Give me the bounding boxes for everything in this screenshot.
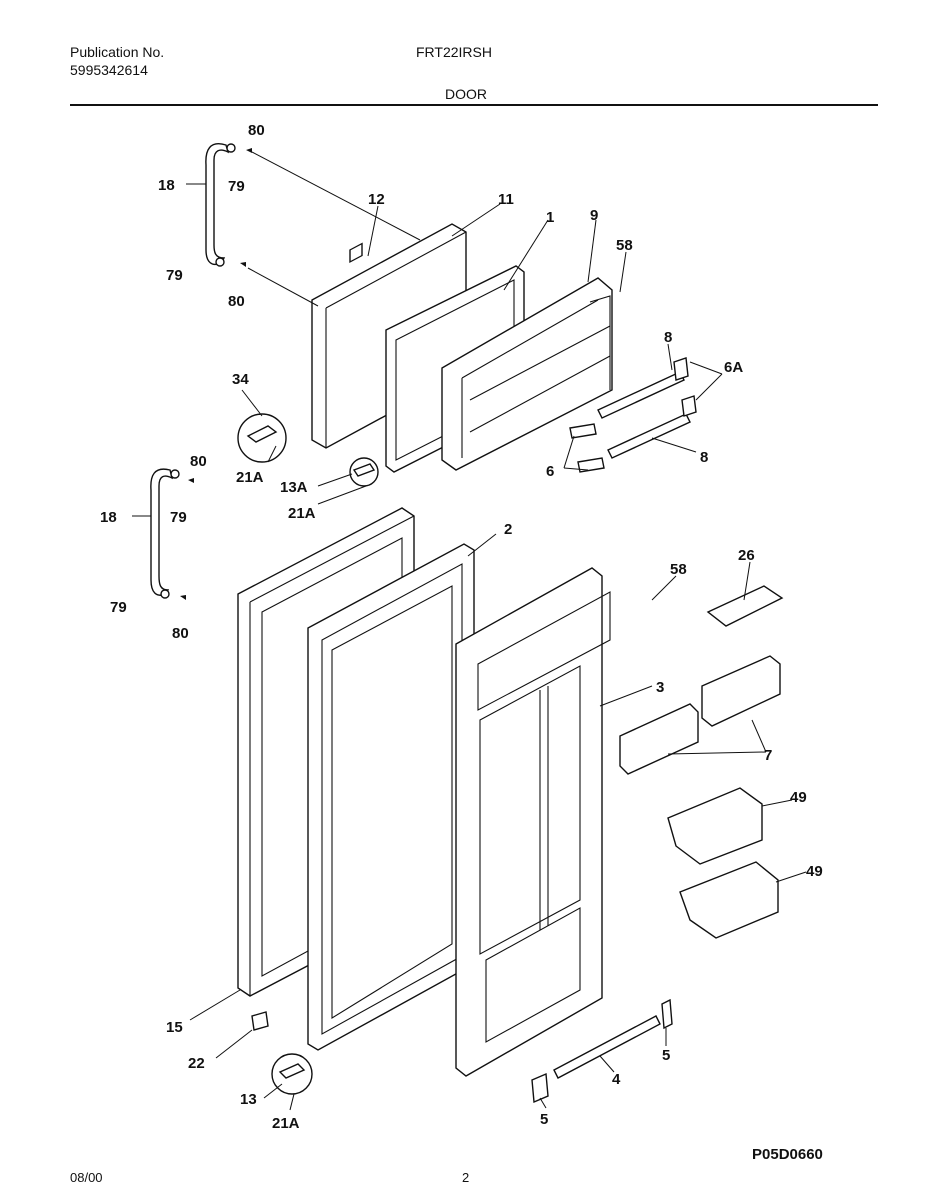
screw-80-bottom [240,262,246,267]
callout-4: 4 [612,1071,621,1088]
handle-screw-top [226,143,236,153]
callout-79: 79 [228,178,245,195]
dairy-bin-lower [619,703,699,775]
shelf-end-cap-6a-lower [681,395,697,417]
freezer-door-group [205,143,697,487]
callout-15: 15 [166,1019,183,1036]
bottom-trim-4 [553,1015,661,1079]
callout-80: 80 [190,453,207,470]
callout-13: 13 [240,1091,257,1108]
footer-page: 2 [462,1170,470,1185]
fresh-food-handle [150,468,174,596]
callout-3: 3 [656,679,664,696]
freezer-handle [205,143,230,266]
callout-21a: 21A [236,469,264,486]
handle-screw-bottom [215,257,225,267]
hinge-bushing-22 [251,1011,269,1031]
callout-80: 80 [172,625,189,642]
callout-2: 2 [504,521,512,538]
callout-5: 5 [662,1047,670,1064]
callout-49: 49 [790,789,807,806]
screw-80-top [246,148,252,153]
shelf-end-cap-6-lower [577,457,605,473]
header-rule [70,104,878,106]
callout-80: 80 [228,293,245,310]
callout-79: 79 [110,599,127,616]
callout-18: 18 [100,509,117,526]
callout-21a: 21A [288,505,316,522]
model-number: FRT22IRSH [416,44,492,60]
callout-11: 11 [498,191,514,208]
callout-49: 49 [806,863,823,880]
callout-80: 80 [248,122,265,139]
callout-9: 9 [590,207,598,224]
callout-8: 8 [664,329,672,346]
callout-5: 5 [540,1111,548,1128]
door-bin-upper [667,787,763,865]
callout-8: 8 [700,449,708,466]
footer-date: 08/00 [70,1170,103,1185]
screw-80-fresh-bottom [180,595,186,600]
callout-79: 79 [166,267,183,284]
callout-58: 58 [616,237,633,254]
section-title: DOOR [445,86,487,102]
publication-label: Publication No. [70,44,165,60]
callout-6: 6 [546,463,554,480]
callout-7: 7 [764,747,772,764]
publication-number: 5995342614 [70,62,148,78]
callout-58: 58 [670,561,687,578]
callout-26: 26 [738,547,755,564]
callout-6a: 6A [724,359,743,376]
callout-79: 79 [170,509,187,526]
fresh-food-door-group [150,468,784,1104]
diagram-code: P05D0660 [752,1146,823,1163]
freezer-shelf-upper [597,371,685,419]
trim-cap-5-right [661,998,673,1030]
callout-21a: 21A [272,1115,300,1132]
callout-22: 22 [188,1055,205,1072]
callout-1: 1 [546,209,554,226]
freezer-shelf-lower [607,413,691,459]
leader-lines [132,151,807,1111]
callout-18: 18 [158,177,175,194]
callout-13a: 13A [280,479,308,496]
screw-80-fresh-top [188,478,194,483]
callout-12: 12 [368,191,385,208]
shelf-end-cap-6a-upper [673,357,689,381]
label-12 [349,242,363,263]
callout-34: 34 [232,371,249,388]
callout-labels: 80 79 18 79 80 12 11 1 9 58 8 6A 6 8 34 … [100,122,823,1132]
shelf-end-cap-6-upper [569,423,597,439]
trim-cap-5-left [531,1072,549,1104]
fresh-food-gasket [307,543,475,1051]
dairy-bin-upper [701,655,781,727]
door-bin-lower [679,861,779,939]
freezer-liner [441,277,613,471]
fresh-food-liner [455,567,603,1077]
